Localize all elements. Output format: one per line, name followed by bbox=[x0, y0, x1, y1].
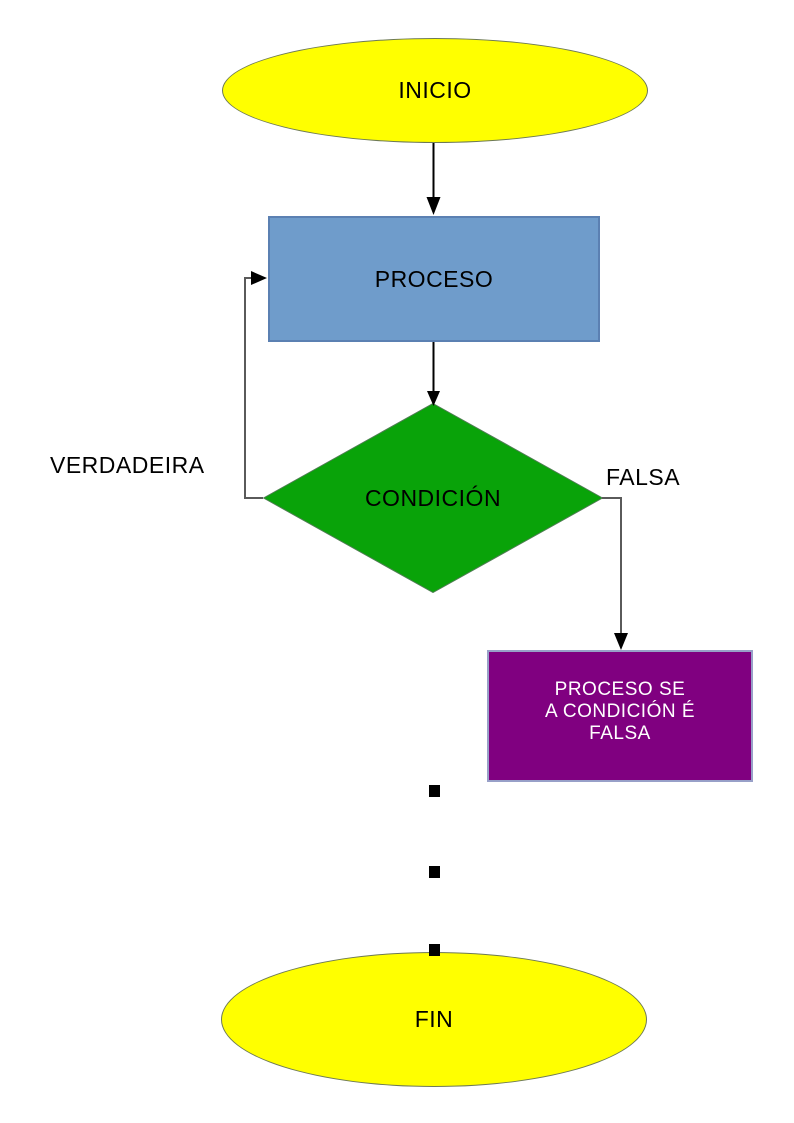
false-branch-head bbox=[614, 633, 628, 650]
true-branch-label: VERDADEIRA bbox=[50, 452, 205, 478]
start-label: INICIO bbox=[398, 77, 472, 103]
arrow-start-to-process-head bbox=[426, 197, 441, 215]
loop-true-branch-head bbox=[251, 271, 267, 285]
loop-true-branch-line bbox=[244, 277, 263, 499]
end-label: FIN bbox=[414, 1006, 454, 1032]
decision-diamond-shape bbox=[263, 403, 603, 593]
process-label: PROCESO bbox=[374, 265, 494, 292]
ellipsis-dot-1 bbox=[429, 785, 440, 797]
ellipsis-dot-2 bbox=[429, 866, 440, 878]
false-branch-line bbox=[602, 497, 622, 635]
process-box: PROCESO bbox=[268, 216, 600, 342]
end-terminator-ellipse: FIN bbox=[221, 952, 647, 1087]
false-process-box: PROCESO SE A CONDICIÓN É FALSA bbox=[487, 650, 753, 782]
false-branch-label: FALSA bbox=[606, 464, 681, 490]
decision-label: CONDICIÓN bbox=[364, 484, 502, 511]
start-terminator-ellipse: INICIO bbox=[222, 38, 648, 143]
diamond-polygon bbox=[263, 403, 603, 593]
false-process-label: PROCESO SE A CONDICIÓN É FALSA bbox=[544, 679, 696, 744]
decision-diamond: CONDICIÓN bbox=[263, 403, 603, 593]
